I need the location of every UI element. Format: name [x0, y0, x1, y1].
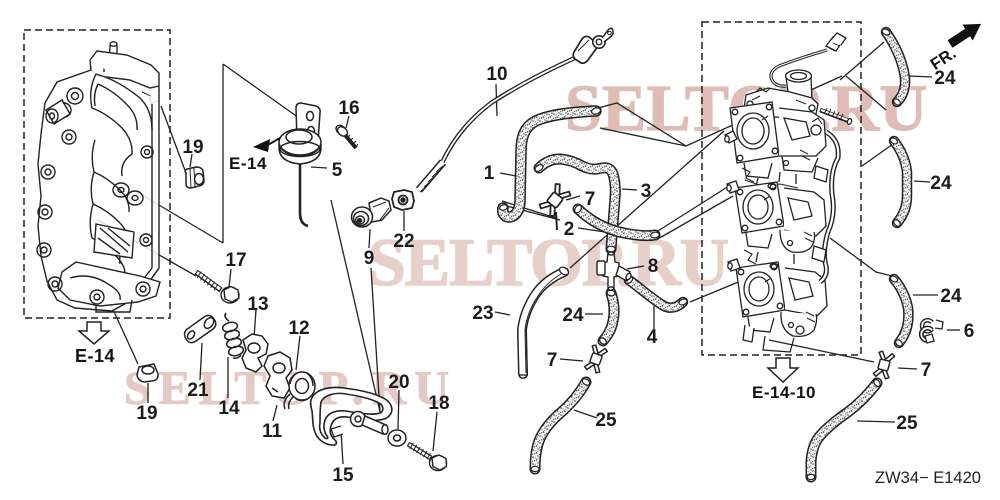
svg-text:24: 24 [940, 286, 962, 307]
svg-text:4: 4 [647, 327, 658, 348]
svg-text:18: 18 [428, 393, 449, 414]
svg-text:E-14: E-14 [229, 154, 267, 173]
svg-text:24: 24 [562, 305, 584, 326]
svg-text:2: 2 [564, 219, 575, 240]
svg-text:23: 23 [472, 303, 493, 324]
svg-text:1: 1 [484, 163, 495, 184]
svg-text:5: 5 [332, 160, 343, 181]
svg-text:19: 19 [136, 403, 157, 424]
svg-text:16: 16 [338, 98, 359, 119]
svg-text:10: 10 [486, 64, 507, 85]
svg-text:7: 7 [585, 189, 596, 210]
svg-text:3: 3 [641, 181, 652, 202]
svg-text:25: 25 [896, 413, 918, 434]
svg-text:24: 24 [930, 173, 952, 194]
svg-text:E-14: E-14 [75, 346, 115, 366]
svg-text:7: 7 [921, 360, 932, 381]
svg-text:17: 17 [225, 250, 246, 271]
svg-text:14: 14 [218, 398, 240, 419]
svg-text:7: 7 [547, 350, 558, 371]
svg-text:SELTOP.RU: SELTOP.RU [368, 224, 728, 300]
svg-text:6: 6 [964, 321, 975, 342]
svg-text:20: 20 [388, 372, 409, 393]
svg-text:9: 9 [364, 248, 375, 269]
svg-text:24: 24 [934, 68, 956, 89]
svg-text:21: 21 [187, 380, 209, 401]
svg-text:11: 11 [262, 421, 283, 442]
svg-text:13: 13 [247, 294, 268, 315]
svg-text:12: 12 [288, 318, 309, 339]
svg-text:ZW34− E1420: ZW34− E1420 [875, 469, 981, 487]
svg-text:22: 22 [393, 231, 414, 252]
svg-text:8: 8 [648, 256, 659, 277]
svg-text:15: 15 [332, 465, 354, 486]
svg-text:E-14-10: E-14-10 [752, 383, 816, 402]
svg-text:25: 25 [595, 410, 617, 431]
svg-text:19: 19 [182, 137, 203, 158]
